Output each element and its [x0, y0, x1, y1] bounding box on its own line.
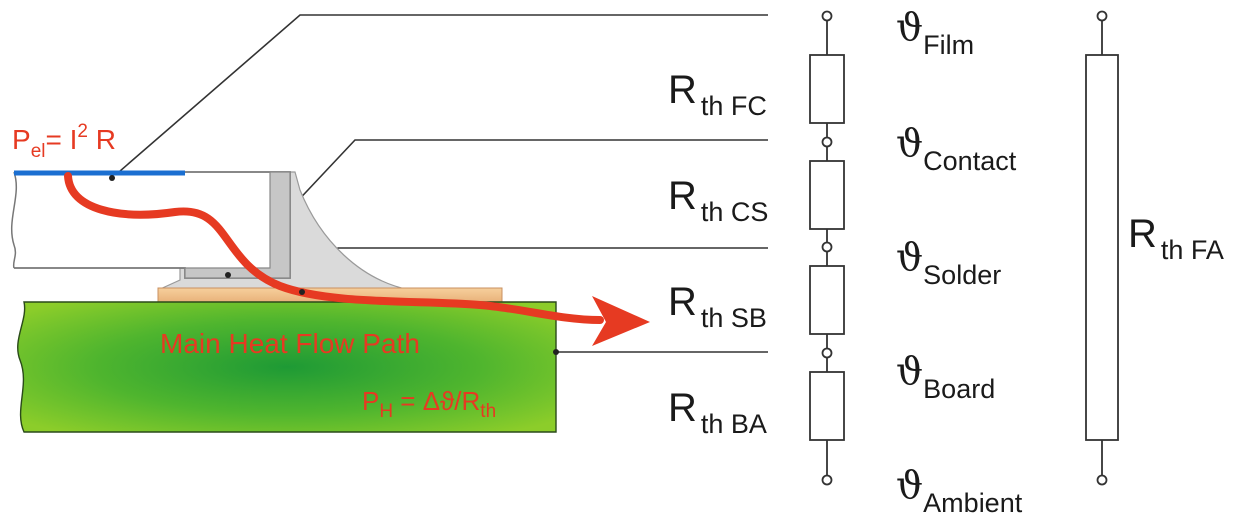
heat-flow-path — [64, 172, 604, 324]
power-el-sup: 2 — [77, 121, 88, 142]
temp-sub: Ambient — [923, 488, 1023, 518]
theta-symbol: ϑ — [896, 121, 924, 165]
resistor-label-sub: th SB — [700, 303, 767, 333]
leader-film — [111, 14, 768, 179]
power-el-equals: = I — [45, 124, 78, 155]
power-h-formula-sub: th — [480, 401, 497, 422]
node-fa-top — [1096, 10, 1108, 22]
leader-dots — [109, 175, 559, 355]
node-ambient — [821, 474, 833, 486]
resistor-label-main: R — [668, 68, 697, 112]
node-contact — [821, 136, 833, 148]
resistor-label-main: R — [668, 280, 697, 324]
resistor-label-main: R — [668, 386, 697, 430]
node-board — [821, 347, 833, 359]
resistor-fa — [1085, 54, 1119, 441]
power-el-symbol: P — [12, 124, 31, 155]
theta-symbol: ϑ — [896, 349, 924, 393]
heat-flow-label: Main Heat Flow Path — [160, 328, 420, 359]
component-break — [10, 171, 18, 269]
node-solder — [821, 241, 833, 253]
contact-cap — [184, 171, 291, 279]
resistor-fc — [809, 54, 845, 124]
power-el-equation: Pel= I2 R — [12, 122, 116, 161]
power-el-sub: el — [30, 141, 46, 162]
theta-symbol: ϑ — [896, 5, 924, 49]
temp-label-ambient: ϑAmbient — [896, 463, 1022, 517]
resistor-label-sub: th CS — [700, 197, 769, 227]
temp-label-contact: ϑContact — [896, 121, 1016, 175]
power-h-formula: = Δϑ/R — [393, 386, 481, 416]
node-film — [821, 10, 833, 22]
theta-symbol: ϑ — [896, 235, 924, 279]
theta-symbol: ϑ — [896, 463, 924, 507]
temp-sub: Solder — [923, 260, 1002, 290]
resistor-label-main: R — [1128, 212, 1157, 256]
power-h-symbol: P — [362, 386, 380, 416]
temp-sub: Contact — [923, 146, 1017, 176]
resistor-sb — [809, 265, 845, 335]
resistor-label-sub: th FC — [700, 91, 767, 121]
node-fa-bottom — [1096, 474, 1108, 486]
resistor-label-sub: th BA — [700, 409, 767, 439]
heat-flow-arrowhead — [592, 296, 650, 346]
power-h-sub: H — [379, 401, 394, 422]
total-resistor — [1085, 10, 1119, 486]
resistor-cs — [809, 160, 845, 230]
resistor-label-main: R — [668, 174, 697, 218]
power-h-equation: PH = Δϑ/Rth — [362, 386, 496, 421]
circuit-board — [17, 301, 557, 433]
resistor-ba — [809, 371, 845, 441]
temp-sub: Film — [923, 30, 975, 60]
temp-sub: Board — [923, 374, 996, 404]
temp-label-board: ϑBoard — [896, 349, 995, 403]
power-el-tail: R — [87, 124, 116, 155]
temp-label-film: ϑFilm — [896, 5, 974, 59]
resistor-chain — [809, 10, 845, 486]
temp-label-solder: ϑSolder — [896, 235, 1001, 289]
resistor-label-sub: th FA — [1160, 235, 1224, 265]
